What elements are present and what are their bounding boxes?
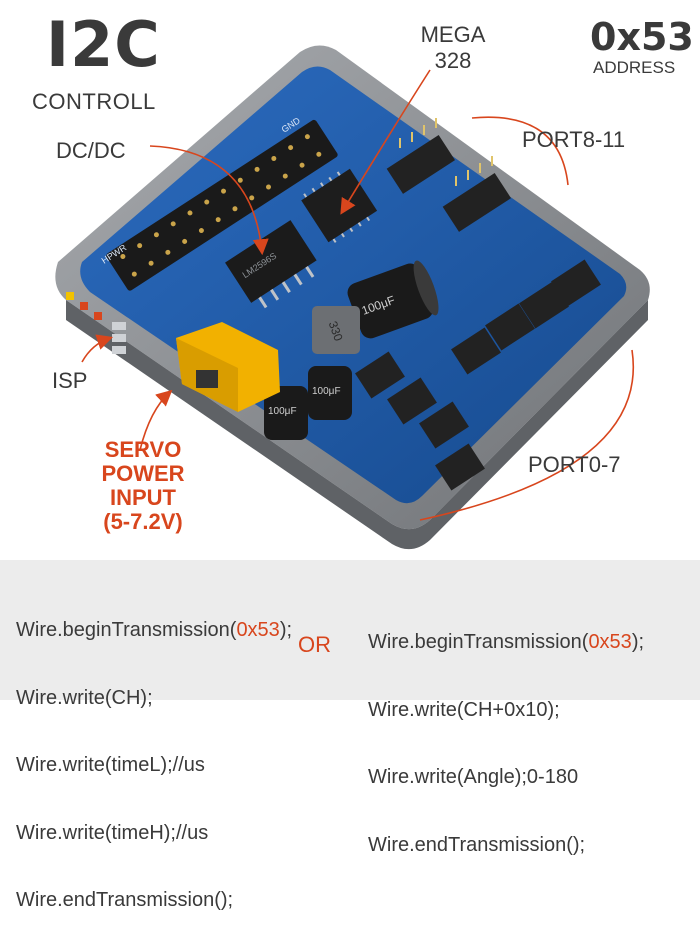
code-line: Wire.write(CH);	[16, 686, 153, 709]
title-sub: CONTROLL	[32, 89, 156, 114]
code-line: Wire.write(CH+0x10);	[368, 698, 560, 721]
svg-text:100μF: 100μF	[268, 406, 297, 417]
title-main: I2C	[46, 8, 161, 81]
servo-line2: POWER	[101, 461, 185, 486]
inductor: 330	[312, 306, 360, 354]
mcu-chip	[301, 168, 378, 243]
code-line: Wire.beginTransmission(0x53);	[16, 619, 293, 641]
board-illustration: GND HPWR LM2596S 100μF 330 100μF 100μF	[55, 45, 650, 550]
leader-mega	[340, 69, 431, 215]
label-isp: ISP	[52, 368, 88, 393]
address-label: ADDRESS	[593, 58, 676, 77]
code-line: Wire.write(timeH);//us	[16, 821, 209, 844]
label-servo-power: SERVO POWER INPUT (5-7.2V)	[68, 438, 218, 534]
code-line: Wire.write(Angle);0-180	[368, 766, 579, 788]
svg-text:330: 330	[326, 319, 346, 343]
servo-line4: (5-7.2V)	[103, 509, 183, 534]
capacitor-large: 100μF	[347, 260, 439, 339]
power-connector	[176, 322, 280, 412]
address-value: 0x53	[590, 15, 694, 59]
code-panel	[0, 560, 700, 700]
leader-dcdc	[149, 145, 269, 256]
capacitor-small-a: 100μF	[264, 386, 308, 440]
port-header-8-11	[386, 134, 512, 232]
label-port-high: PORT8-11	[522, 127, 626, 152]
label-mega-line1: MEGA	[420, 22, 486, 47]
svg-text:100μF: 100μF	[312, 386, 341, 397]
leader-servo	[139, 389, 173, 451]
pin-header-black	[106, 119, 338, 291]
leader-port-high	[471, 116, 569, 186]
isp-header	[112, 322, 126, 354]
dcdc-chip: LM2596S	[225, 220, 317, 309]
code-line: Wire.endTransmission();	[368, 833, 586, 856]
code-block-right: Wire.beginTransmission(0x53); Wire.write…	[368, 586, 644, 879]
label-mega-line2: 328	[434, 48, 472, 73]
label-port-low: PORT0-7	[528, 452, 621, 477]
led-indicators	[66, 292, 102, 320]
code-line: Wire.endTransmission();	[16, 889, 234, 911]
servo-line3: INPUT	[110, 485, 176, 510]
code-block-left: Wire.beginTransmission(0x53); Wire.write…	[16, 574, 292, 934]
label-dcdc: DC/DC	[56, 138, 126, 163]
code-line: Wire.write(timeL);//us	[16, 754, 205, 776]
or-separator: OR	[298, 632, 331, 657]
leader-port-low	[419, 349, 635, 521]
leader-isp	[81, 334, 114, 363]
servo-line1: SERVO	[104, 437, 182, 462]
capacitor-small-b: 100μF	[308, 366, 352, 420]
port-header-0-7	[355, 259, 601, 491]
label-mega: MEGA 328	[418, 22, 488, 74]
code-line: Wire.beginTransmission(0x53);	[368, 631, 645, 653]
